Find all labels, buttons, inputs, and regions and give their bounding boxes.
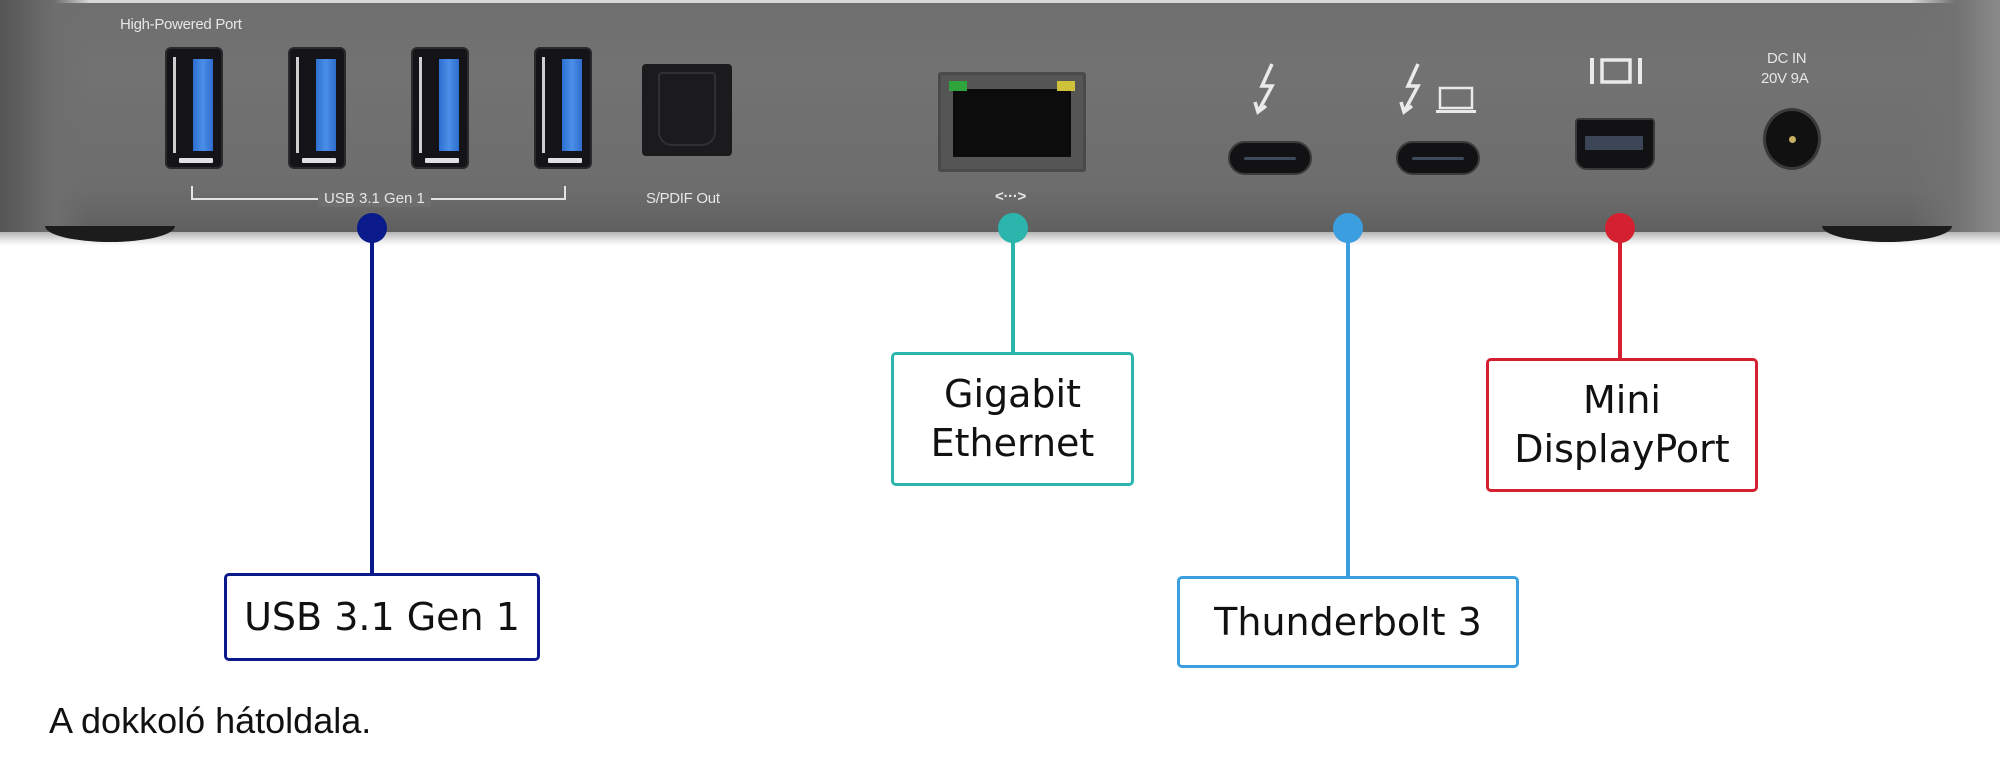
figure-caption: A dokkoló hátoldala. xyxy=(49,700,372,741)
minidp-callout-line xyxy=(1618,230,1622,360)
usb-callout-label: USB 3.1 Gen 1 xyxy=(244,594,520,639)
minidp-callout-label-line2: DisplayPort xyxy=(1514,427,1730,471)
ethernet-callout-label-line2: Ethernet xyxy=(930,421,1095,465)
laptop-icon xyxy=(1436,86,1476,113)
usb-a-port-1 xyxy=(165,47,223,169)
dc-in-rating: 20V 9A xyxy=(1761,70,1809,87)
thunderbolt-icon xyxy=(1399,63,1421,115)
activity-led-yellow xyxy=(1057,81,1075,91)
thunderbolt-port-1 xyxy=(1228,141,1312,175)
spdif-port xyxy=(642,64,732,156)
ethernet-symbol-icon: <···> xyxy=(995,188,1027,205)
ethernet-callout-box: Gigabit Ethernet xyxy=(891,352,1134,486)
usb-a-port-2 xyxy=(288,47,346,169)
ethernet-port xyxy=(938,72,1086,172)
displayport-icon xyxy=(1590,58,1642,84)
minidp-callout-box: Mini DisplayPort xyxy=(1486,358,1758,492)
usb-a-port-3 xyxy=(411,47,469,169)
link-led-green xyxy=(949,81,967,91)
usb-a-port-4 xyxy=(534,47,592,169)
dock-right-edge xyxy=(1910,0,2000,234)
dock-foot-left xyxy=(45,226,175,242)
thunderbolt-port-2-host xyxy=(1396,141,1480,175)
usb-callout-box: USB 3.1 Gen 1 xyxy=(224,573,540,661)
ethernet-callout-label-line1: Gigabit xyxy=(944,372,1081,416)
dock-foot-right xyxy=(1822,226,1952,242)
high-powered-port-label: High-Powered Port xyxy=(120,16,242,33)
thunderbolt-callout-label: Thunderbolt 3 xyxy=(1214,599,1482,644)
thunderbolt-callout-box: Thunderbolt 3 xyxy=(1177,576,1519,668)
ethernet-callout-line xyxy=(1011,230,1015,354)
mini-displayport-port xyxy=(1575,118,1655,170)
thunderbolt-icon xyxy=(1253,63,1275,115)
thunderbolt-callout-line xyxy=(1346,230,1350,578)
dock-shadow xyxy=(0,232,2000,246)
minidp-callout-label-line1: Mini xyxy=(1583,378,1661,422)
dock-left-edge xyxy=(0,0,90,234)
spdif-label: S/PDIF Out xyxy=(646,190,720,207)
usb-group-label: USB 3.1 Gen 1 xyxy=(318,190,431,207)
dc-in-label: DC IN xyxy=(1767,50,1807,67)
usb-callout-line xyxy=(370,230,374,574)
dc-in-port xyxy=(1763,108,1821,170)
